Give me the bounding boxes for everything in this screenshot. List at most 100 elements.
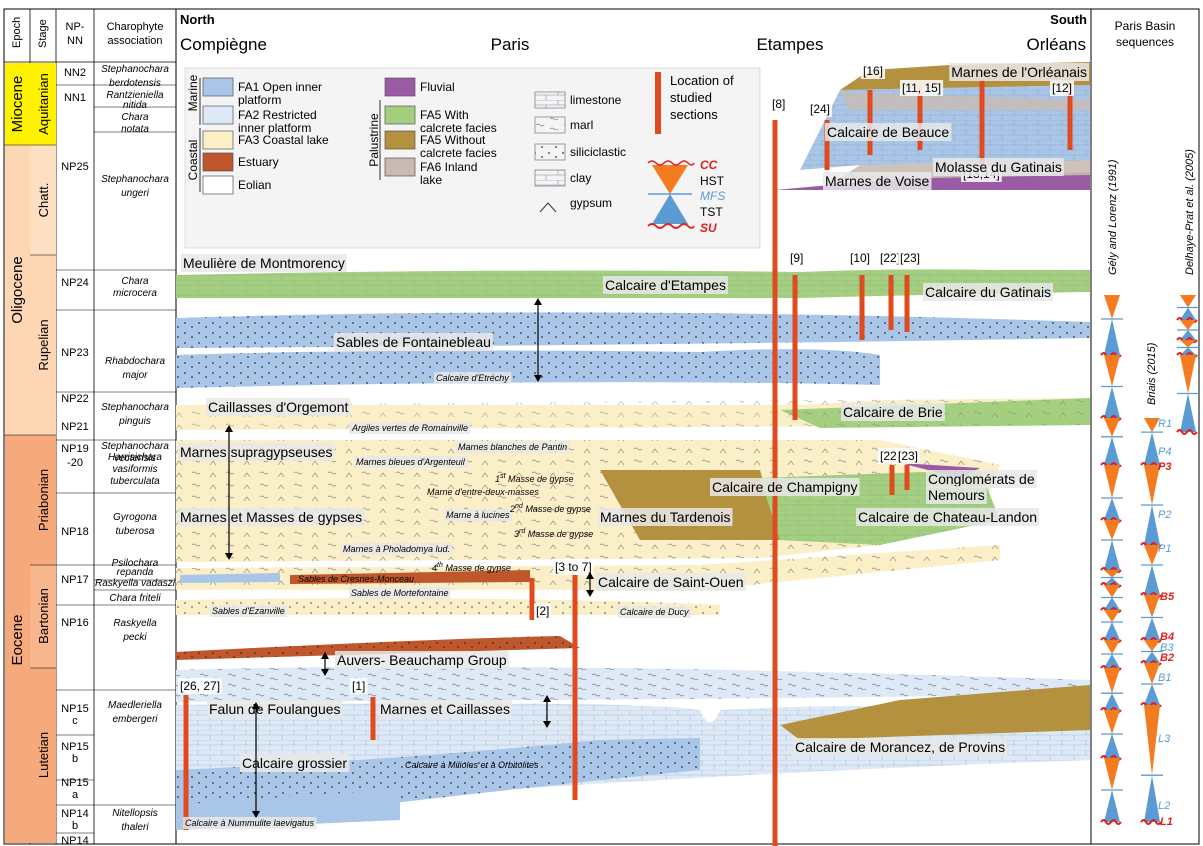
charophyte-taxon: Rhabdochara — [105, 356, 165, 367]
charophyte-taxon: berdotensis — [109, 78, 161, 89]
section-number: [2] — [536, 604, 549, 618]
unit-label: Falun de Foulangues — [209, 701, 341, 717]
unit-label: Calcaire de Champigny — [712, 479, 858, 495]
unit-label: Calcaire de Saint-Ouen — [598, 574, 744, 590]
charophyte-taxon: major — [122, 370, 148, 381]
header-compiegne: Compiègne — [180, 35, 267, 54]
tst-triangle — [1104, 622, 1120, 640]
hst-triangle — [1104, 610, 1120, 622]
facies-swatch — [385, 158, 415, 176]
header: EpochStageNP-NNCharophyteassociationNort… — [11, 12, 1175, 54]
header-orleans: Orléans — [1026, 35, 1086, 54]
arrow-head-up — [534, 298, 542, 305]
facies-label: FA5 With — [420, 108, 469, 122]
section-number: [3 to 7] — [555, 560, 592, 574]
lithology-label: gypsum — [570, 196, 612, 210]
charophyte-taxon: nitida — [123, 100, 147, 111]
np-zone: b — [72, 820, 78, 832]
legend-hst: HST — [700, 174, 725, 188]
charophyte-taxon: ungeri — [121, 188, 150, 199]
unit-label: Auvers- Beauchamp Group — [337, 652, 507, 668]
legend-location: Location of — [670, 73, 734, 88]
legend-cc: CC — [700, 158, 718, 172]
header-north: North — [180, 12, 215, 27]
legend-location: sections — [670, 107, 718, 122]
stage-label: Priabonian — [36, 469, 51, 531]
sequence-author: Briais (2015) — [1146, 342, 1158, 405]
header-basin-sequences: Paris Basin — [1115, 19, 1176, 33]
np-zone: NP23 — [61, 347, 89, 359]
sequence-label: P3 — [1158, 461, 1171, 473]
charophyte-taxon: Chara — [121, 276, 149, 287]
sequence-author: Gély and Lorenz (1991) — [1107, 159, 1119, 275]
hst-triangle — [1104, 585, 1120, 598]
np-zone: c — [72, 715, 78, 727]
sequence-label: P1 — [1158, 543, 1171, 555]
hst-triangle — [1180, 340, 1196, 348]
sequence-label: P2 — [1158, 509, 1171, 521]
header-np: NN — [67, 35, 83, 47]
sequence-symbols: R1P4P3P2P1B5B4B3B2B1L3L2L1Gély and Loren… — [1101, 149, 1199, 828]
unit-label: Calcaire du Gatinais — [925, 284, 1051, 300]
charophyte-taxon: embergeri — [112, 714, 158, 725]
np-zone: -20 — [67, 457, 83, 469]
charophyte-taxon: tuberculata — [110, 476, 160, 487]
charophyte-taxon: Maedleriella — [108, 700, 162, 711]
np-zone: NP14 — [61, 835, 89, 846]
hst-triangle — [1104, 758, 1120, 790]
charophyte-taxon: pinguis — [118, 416, 151, 427]
tst-triangle — [1104, 693, 1120, 710]
charophyte-taxon: Chara — [121, 112, 149, 123]
hst-triangle — [1180, 295, 1196, 308]
unit-label: Sables de Fontainebleau — [336, 334, 491, 350]
np-zone: NP21 — [61, 421, 89, 433]
facies-label: Eolian — [238, 178, 271, 192]
facies-swatch — [203, 106, 233, 124]
unit-label: Calcaire de Morancez, de Provins — [795, 739, 1005, 755]
facies-label: calcrete facies — [420, 146, 497, 160]
unit-label: Marnes supragypseuses — [180, 444, 333, 460]
gypsum-mass-label: 3rd Masse de gypse — [514, 528, 593, 539]
np-zone: NP15 — [61, 777, 89, 789]
charophyte-taxon: notata — [121, 124, 149, 135]
legend-mfs: MFS — [700, 189, 725, 203]
np-zone: NP16 — [61, 617, 89, 629]
epoch-label: Oligocene — [9, 256, 26, 324]
sequence-label: B5 — [1160, 591, 1175, 603]
header-south: South — [1050, 12, 1087, 27]
facies-label: FA3 Coastal lake — [238, 133, 329, 147]
np-zone: a — [72, 789, 79, 801]
tst-triangle — [1104, 734, 1120, 758]
studied-section-bar — [573, 575, 578, 800]
header-charophyte: Charophyte — [107, 21, 164, 33]
section-number: [22] — [880, 251, 900, 265]
hst-triangle — [1180, 320, 1196, 330]
tst-triangle — [1144, 618, 1160, 641]
sequence-label: L1 — [1160, 816, 1173, 828]
sequence-label: L2 — [1158, 800, 1170, 812]
charophyte-taxon: tuberosa — [116, 526, 155, 537]
np-zone: NP22 — [61, 393, 89, 405]
lithology-swatch — [535, 92, 565, 108]
hst-triangle — [1104, 710, 1120, 734]
np-zone: NP25 — [61, 161, 89, 173]
header-np: NP- — [66, 21, 85, 33]
legend-palustrine: Palustrine — [367, 113, 381, 167]
unit-label: Marnes blanches de Pantin — [458, 442, 567, 452]
tst-triangle — [1104, 498, 1120, 520]
stage-label: Rupelian — [36, 319, 51, 370]
unit-label: Calcaire de Beauce — [827, 124, 949, 140]
facies-swatch — [385, 78, 415, 96]
np-zone: NP17 — [61, 574, 89, 586]
hst-triangle — [1104, 355, 1120, 387]
hst-triangle — [1104, 465, 1120, 498]
lithology-label: clay — [570, 171, 591, 185]
unit-label: Sables de Mortefontaine — [351, 588, 449, 598]
gypsum-mass-label: 4th Masse de gypse — [432, 562, 511, 573]
facies-swatch — [385, 106, 415, 124]
epoch-label: Miocene — [9, 76, 26, 133]
stage-label: Aquitanian — [36, 73, 51, 134]
section-number: [9] — [790, 251, 803, 265]
facies-label: Estuary — [238, 155, 279, 169]
tst-triangle — [1144, 565, 1160, 595]
